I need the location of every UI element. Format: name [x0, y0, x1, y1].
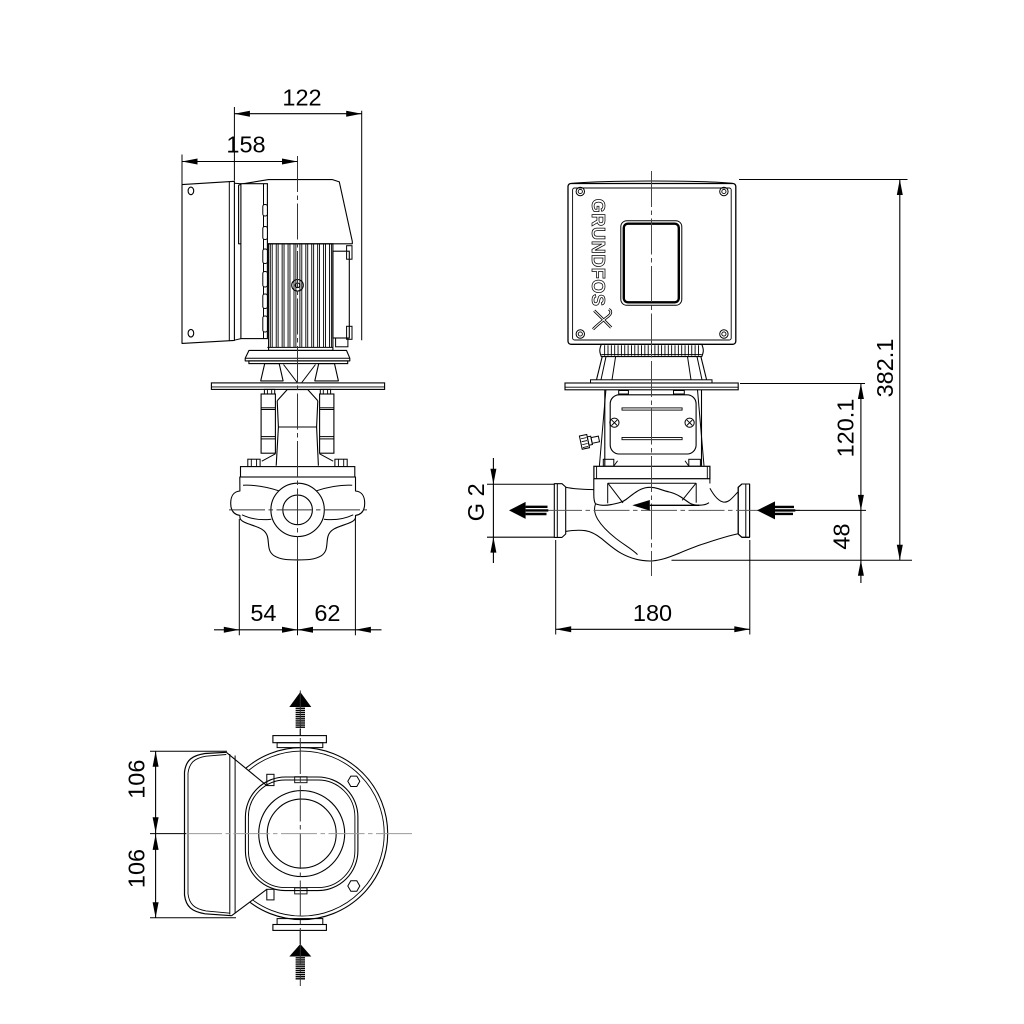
svg-text:180: 180 — [633, 600, 672, 626]
svg-text:G 2: G 2 — [463, 483, 489, 521]
svg-text:54: 54 — [250, 600, 276, 626]
svg-text:158: 158 — [226, 132, 265, 158]
svg-text:382.1: 382.1 — [872, 339, 898, 398]
svg-text:122: 122 — [282, 85, 321, 111]
svg-text:48: 48 — [829, 523, 855, 549]
svg-text:106: 106 — [124, 849, 150, 888]
svg-text:62: 62 — [314, 600, 340, 626]
svg-text:120.1: 120.1 — [833, 399, 859, 458]
svg-text:106: 106 — [124, 760, 150, 799]
svg-text:GRUNDFOS: GRUNDFOS — [588, 199, 608, 307]
